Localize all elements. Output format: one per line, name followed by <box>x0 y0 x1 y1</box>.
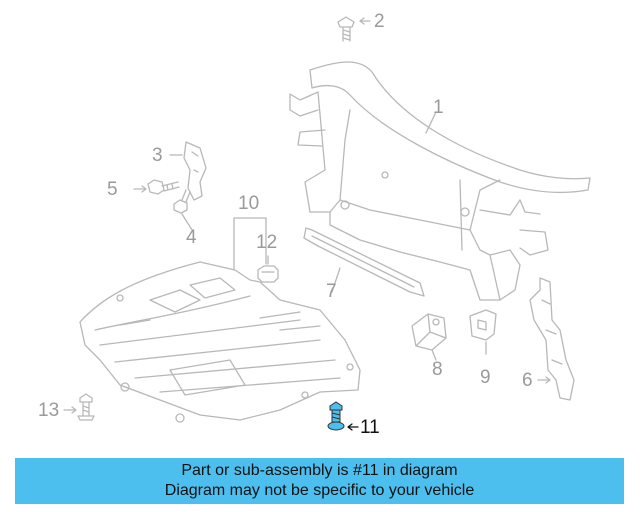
bolt-part-5[interactable] <box>147 179 180 195</box>
bolt-part-11[interactable] <box>327 401 345 431</box>
bracket-part-9[interactable] <box>469 309 497 341</box>
bolt-part-2[interactable] <box>337 16 355 42</box>
bracket-part-8[interactable] <box>411 313 447 351</box>
callout-label-9: 9 <box>480 367 491 388</box>
callout-label-3: 3 <box>152 145 163 166</box>
callout-label-8: 8 <box>432 359 443 380</box>
duct-part-6[interactable] <box>529 277 575 401</box>
callout-label-1: 1 <box>433 97 444 118</box>
callout-label-10: 10 <box>238 193 260 214</box>
info-banner: Part or sub-assembly is #11 in diagram D… <box>15 458 624 504</box>
callout-label-11: 11 <box>360 417 380 438</box>
callout-label-7: 7 <box>326 281 337 302</box>
undercar-shield-part-10[interactable] <box>79 261 361 423</box>
radiator-support-part-1[interactable] <box>289 61 591 301</box>
callout-label-13: 13 <box>38 400 60 421</box>
deflector-part-7[interactable] <box>303 227 425 297</box>
callout-label-6: 6 <box>522 370 533 391</box>
bolt-part-4[interactable] <box>173 189 191 214</box>
banner-line-disclaimer: Diagram may not be specific to your vehi… <box>164 482 475 499</box>
banner-line-part-number: Part or sub-assembly is #11 in diagram <box>181 462 458 479</box>
callout-label-5: 5 <box>107 179 118 200</box>
bracket-part-3[interactable] <box>183 141 207 201</box>
clip-part-12[interactable] <box>257 265 279 283</box>
callout-label-2: 2 <box>374 11 385 32</box>
bolt-part-13[interactable] <box>77 393 95 421</box>
callout-label-12: 12 <box>256 232 278 253</box>
parts-diagram <box>63 16 591 431</box>
callout-label-4: 4 <box>186 227 197 248</box>
